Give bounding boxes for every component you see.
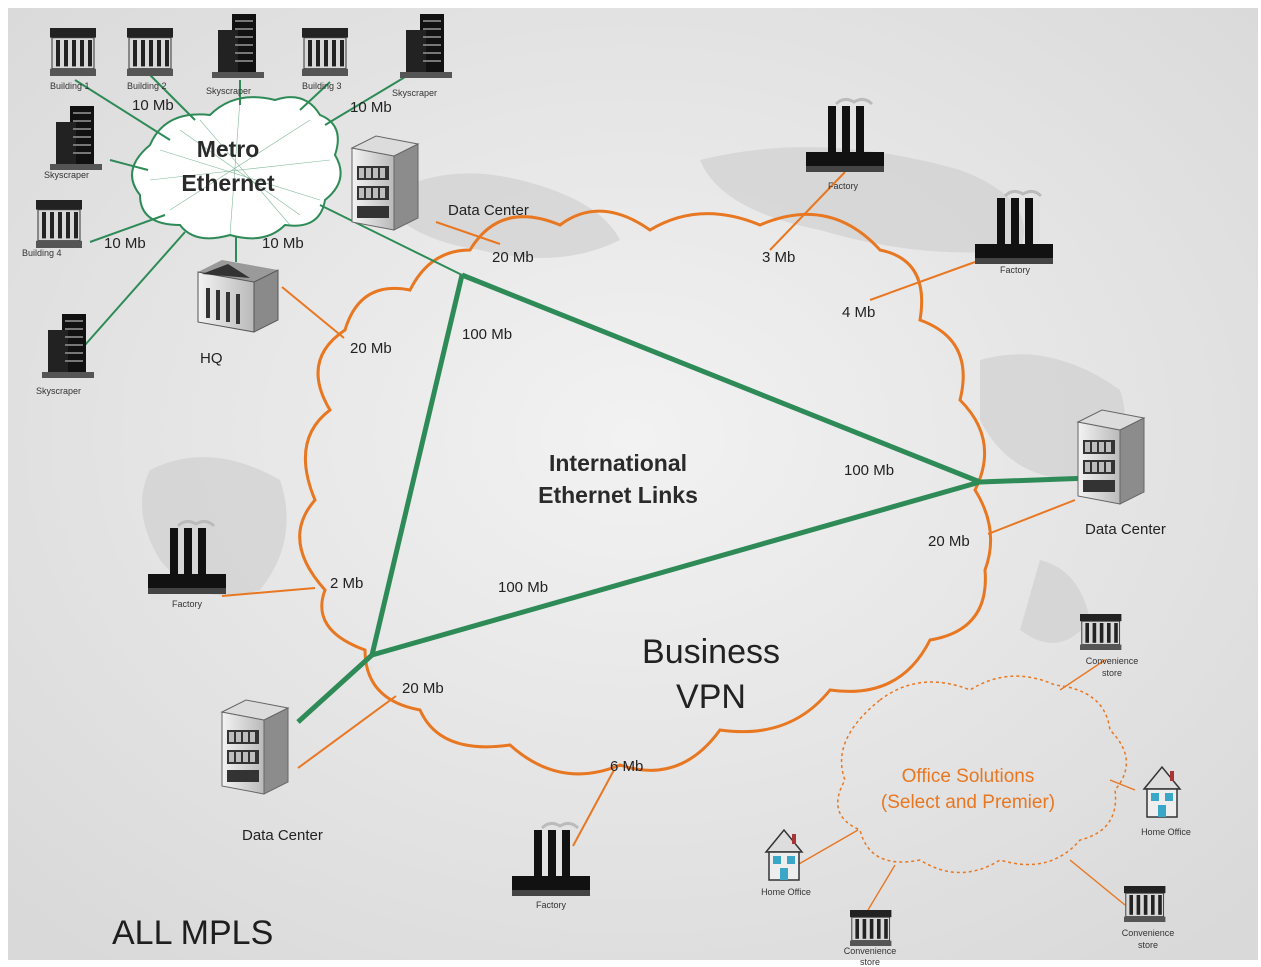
link-label-factory-right: 4 Mb (842, 304, 875, 321)
world-map-backdrop (142, 147, 1125, 643)
skyscraper-label-4: Skyscraper (36, 386, 81, 396)
link-label-dc-right: 20 Mb (928, 533, 970, 550)
convenience-store-bottom-icon (849, 909, 892, 947)
building-1-label: Building 1 (50, 81, 90, 91)
core-link-label-top: 100 Mb (462, 326, 512, 343)
core-title-line2: Ethernet Links (538, 482, 698, 508)
skyscraper-label-3: Skyscraper (44, 170, 89, 180)
vpn-access-links (221, 171, 1076, 847)
metro-link-label-1: 10 Mb (132, 97, 174, 114)
data-center-bottom-label: Data Center (242, 827, 323, 844)
factory-left-label: Factory (172, 599, 203, 609)
metro-title-line2: Ethernet (181, 170, 275, 196)
office-solutions-cloud (837, 675, 1128, 874)
building-2-label: Building 2 (127, 81, 167, 91)
link-label-factory-top: 3 Mb (762, 249, 795, 266)
store-bottom-label-line2: store (860, 957, 880, 967)
vpn-title-line2: VPN (676, 678, 746, 716)
data-center-bottom-icon (221, 699, 289, 795)
international-ethernet-links (296, 272, 1091, 724)
business-vpn-cloud (298, 209, 993, 776)
link-label-dc-bottom: 20 Mb (402, 680, 444, 697)
hq-icon (197, 260, 279, 333)
core-title-line1: International (549, 450, 687, 476)
office-title-line1: Office Solutions (902, 766, 1035, 787)
vpn-title-line1: Business (642, 633, 780, 671)
core-link-labels: 100 Mb 100 Mb 100 Mb (462, 326, 894, 596)
factory-top-label: Factory (828, 181, 859, 191)
building-3-label: Building 3 (302, 81, 342, 91)
link-label-factory-left: 2 Mb (330, 575, 363, 592)
factory-bottom-label: Factory (536, 900, 567, 910)
skyscraper-label-1: Skyscraper (206, 86, 251, 96)
core-link-label-bottom: 100 Mb (498, 579, 548, 596)
home-office-right-label: Home Office (1141, 827, 1191, 837)
data-center-right-icon (1077, 409, 1145, 505)
convenience-store-top-icon (1079, 613, 1122, 651)
link-label-factory-bottom: 6 Mb (610, 758, 643, 775)
vpn-link-labels: 20 Mb 20 Mb 3 Mb 4 Mb 20 Mb 2 Mb 20 Mb 6… (330, 249, 970, 775)
store-bottom-label-line1: Convenience (844, 946, 897, 956)
hq-label: HQ (200, 350, 223, 367)
convenience-store-right-icon (1123, 885, 1166, 923)
factory-right-label: Factory (1000, 265, 1031, 275)
store-top-label-line2: store (1102, 668, 1122, 678)
store-right-label-line1: Convenience (1122, 928, 1175, 938)
metro-link-label-4: 10 Mb (262, 235, 304, 252)
skyscraper-label-2: Skyscraper (392, 88, 437, 98)
data-center-top-label: Data Center (448, 202, 529, 219)
metro-link-labels: 10 Mb 10 Mb 10 Mb 10 Mb (104, 97, 392, 252)
store-right-label-line2: store (1138, 940, 1158, 950)
link-label-dc-top: 20 Mb (492, 249, 534, 266)
store-top-label-line1: Convenience (1086, 656, 1139, 666)
link-label-hq: 20 Mb (350, 340, 392, 357)
building-4-label: Building 4 (22, 248, 62, 258)
metro-link-label-3: 10 Mb (104, 235, 146, 252)
home-office-left-label: Home Office (761, 887, 811, 897)
footer-title: ALL MPLS (112, 914, 273, 952)
metro-link-label-2: 10 Mb (350, 99, 392, 116)
office-title-line2: (Select and Premier) (881, 792, 1055, 813)
metro-building-labels: Building 1 Building 2 Building 3 Buildin… (22, 81, 437, 396)
metro-title-line1: Metro (197, 136, 260, 162)
data-center-top-icon (351, 135, 419, 231)
metro-ethernet-cloud (131, 96, 342, 240)
data-center-right-label: Data Center (1085, 521, 1166, 538)
core-link-label-right: 100 Mb (844, 462, 894, 479)
